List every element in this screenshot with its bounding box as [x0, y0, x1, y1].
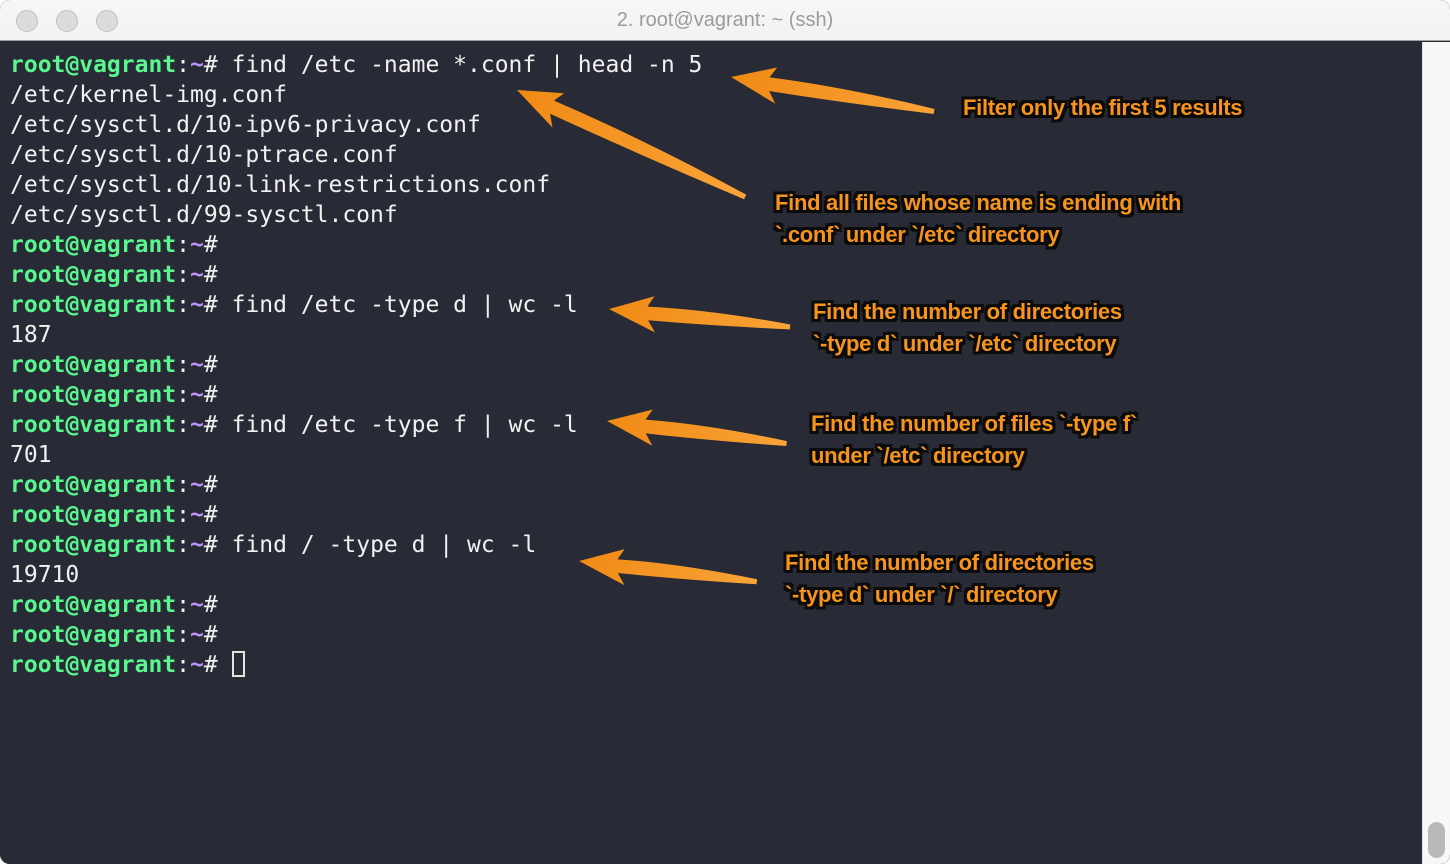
- terminal-output-line: /etc/sysctl.d/10-link-restrictions.conf: [10, 172, 551, 198]
- terminal-content: root@vagrant:~# find /etc -name *.conf |…: [0, 42, 1450, 864]
- scrollbar-track[interactable]: [1422, 42, 1450, 864]
- annotation-count-dirs-etc: Find the number of directories `-type d`…: [813, 296, 1122, 360]
- terminal-screen[interactable]: root@vagrant:~# find /etc -name *.conf |…: [0, 42, 1422, 864]
- terminal-prompt-line: root@vagrant:~#: [10, 592, 218, 618]
- terminal-output-line: 187: [10, 322, 52, 348]
- zoom-window-icon[interactable]: [96, 10, 118, 32]
- close-window-icon[interactable]: [16, 10, 38, 32]
- annotation-filter-first-5: Filter only the first 5 results: [963, 92, 1243, 124]
- terminal-prompt-line: root@vagrant:~#: [10, 622, 218, 648]
- annotation-count-dirs-root: Find the number of directories `-type d`…: [785, 547, 1094, 611]
- terminal-output-line: /etc/sysctl.d/99-sysctl.conf: [10, 202, 398, 228]
- titlebar[interactable]: 2. root@vagrant: ~ (ssh): [0, 0, 1450, 41]
- terminal-prompt-line: root@vagrant:~#: [10, 232, 218, 258]
- terminal-prompt-line: root@vagrant:~# find /etc -type d | wc -…: [10, 292, 578, 318]
- annotation-line: Filter only the first 5 results: [963, 95, 1243, 120]
- annotation-line: Find the number of directories: [813, 299, 1122, 324]
- annotation-line: `-type d` under `/etc` directory: [813, 331, 1117, 356]
- annotation-line: `-type d` under `/` directory: [785, 582, 1058, 607]
- terminal-prompt-line: root@vagrant:~#: [10, 472, 218, 498]
- minimize-window-icon[interactable]: [56, 10, 78, 32]
- annotation-line: `.conf` under `/etc` directory: [775, 222, 1060, 247]
- scrollbar-thumb[interactable]: [1428, 822, 1445, 858]
- annotation-count-files-etc: Find the number of files `-type f` under…: [811, 408, 1137, 472]
- window-controls: [16, 10, 118, 32]
- terminal-output-line: /etc/kernel-img.conf: [10, 82, 287, 108]
- annotation-line: under `/etc` directory: [811, 443, 1025, 468]
- terminal-prompt-line: root@vagrant:~#: [10, 650, 1422, 680]
- terminal-prompt-line: root@vagrant:~#: [10, 502, 218, 528]
- terminal-prompt-line: root@vagrant:~#: [10, 382, 218, 408]
- terminal-output-line: 701: [10, 442, 52, 468]
- annotation-line: Find the number of files `-type f`: [811, 411, 1137, 436]
- terminal-prompt-line: root@vagrant:~# find /etc -name *.conf |…: [10, 52, 703, 78]
- terminal-output-line: /etc/sysctl.d/10-ipv6-privacy.conf: [10, 112, 481, 138]
- terminal-prompt-line: root@vagrant:~# find /etc -type f | wc -…: [10, 412, 578, 438]
- terminal-prompt-line: root@vagrant:~# find / -type d | wc -l: [10, 532, 537, 558]
- terminal-prompt-line: root@vagrant:~#: [10, 352, 218, 378]
- annotation-line: Find the number of directories: [785, 550, 1094, 575]
- annotation-line: Find all files whose name is ending with: [775, 190, 1182, 215]
- window-title: 2. root@vagrant: ~ (ssh): [616, 9, 834, 31]
- terminal-cursor: [231, 651, 245, 677]
- terminal-output-line: 19710: [10, 562, 80, 588]
- terminal-output-line: /etc/sysctl.d/10-ptrace.conf: [10, 142, 398, 168]
- annotation-find-conf-files: Find all files whose name is ending with…: [775, 187, 1181, 251]
- terminal-prompt-line: root@vagrant:~#: [10, 262, 218, 288]
